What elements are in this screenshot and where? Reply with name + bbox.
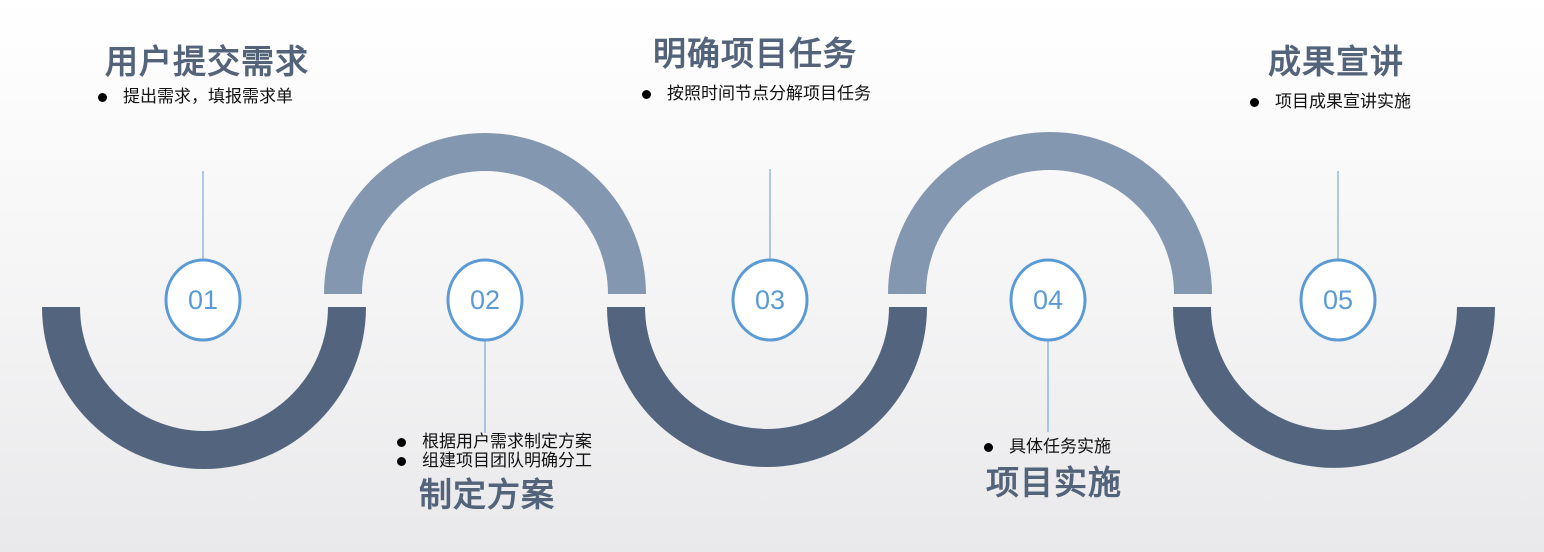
step-title-3: 明确项目任务 — [653, 34, 857, 73]
step-title-2: 制定方案 — [419, 475, 555, 514]
bullet-dot-icon — [397, 457, 406, 466]
bullet-item: 按照时间节点分解项目任务 — [642, 85, 871, 104]
bullet-dot-icon — [984, 443, 993, 452]
step-number-3: 03 — [754, 284, 786, 315]
bullet-dot-icon — [1250, 98, 1259, 107]
bullet-dot-icon — [397, 438, 406, 447]
step-bullets-1: 提出需求，填报需求单 — [98, 88, 293, 107]
step-bullets-4: 具体任务实施 — [984, 438, 1111, 457]
bullet-text: 项目成果宣讲实施 — [1275, 92, 1411, 112]
arc-dark-5 — [1173, 307, 1495, 468]
bullet-dot-icon — [98, 93, 107, 102]
arc-light-2 — [324, 133, 646, 294]
arc-light-4 — [888, 132, 1212, 294]
step-number-1: 01 — [187, 284, 219, 315]
step-title-5: 成果宣讲 — [1268, 42, 1404, 81]
bullet-text: 按照时间节点分解项目任务 — [667, 84, 871, 104]
bullet-dot-icon — [642, 90, 651, 99]
step-number-5: 05 — [1322, 284, 1354, 315]
step-number-2: 02 — [469, 284, 501, 315]
bullet-item: 提出需求，填报需求单 — [98, 88, 293, 107]
step-title-4: 项目实施 — [986, 463, 1122, 502]
step-bullets-3: 按照时间节点分解项目任务 — [642, 85, 871, 104]
bullet-text: 具体任务实施 — [1009, 437, 1111, 457]
step-circle-5 — [1299, 258, 1377, 342]
bullet-text: 组建项目团队明确分工 — [422, 451, 592, 471]
step-bullets-2: 根据用户需求制定方案 组建项目团队明确分工 — [397, 433, 592, 471]
bullet-text: 提出需求，填报需求单 — [123, 87, 293, 107]
bullet-item: 项目成果宣讲实施 — [1250, 93, 1411, 112]
bullet-item: 具体任务实施 — [984, 438, 1111, 457]
bullet-text: 根据用户需求制定方案 — [422, 432, 592, 452]
step-number-4: 04 — [1032, 284, 1064, 315]
step-title-1: 用户提交需求 — [105, 42, 309, 81]
bullet-item: 组建项目团队明确分工 — [397, 452, 592, 471]
arc-dark-3 — [607, 307, 927, 467]
step-circle-1 — [164, 258, 242, 342]
step-circle-3 — [731, 258, 809, 342]
step-bullets-5: 项目成果宣讲实施 — [1250, 93, 1411, 112]
arc-dark-1 — [42, 307, 366, 469]
step-circle-2 — [446, 258, 524, 342]
step-circle-4 — [1009, 258, 1087, 342]
bullet-item: 根据用户需求制定方案 — [397, 433, 592, 452]
